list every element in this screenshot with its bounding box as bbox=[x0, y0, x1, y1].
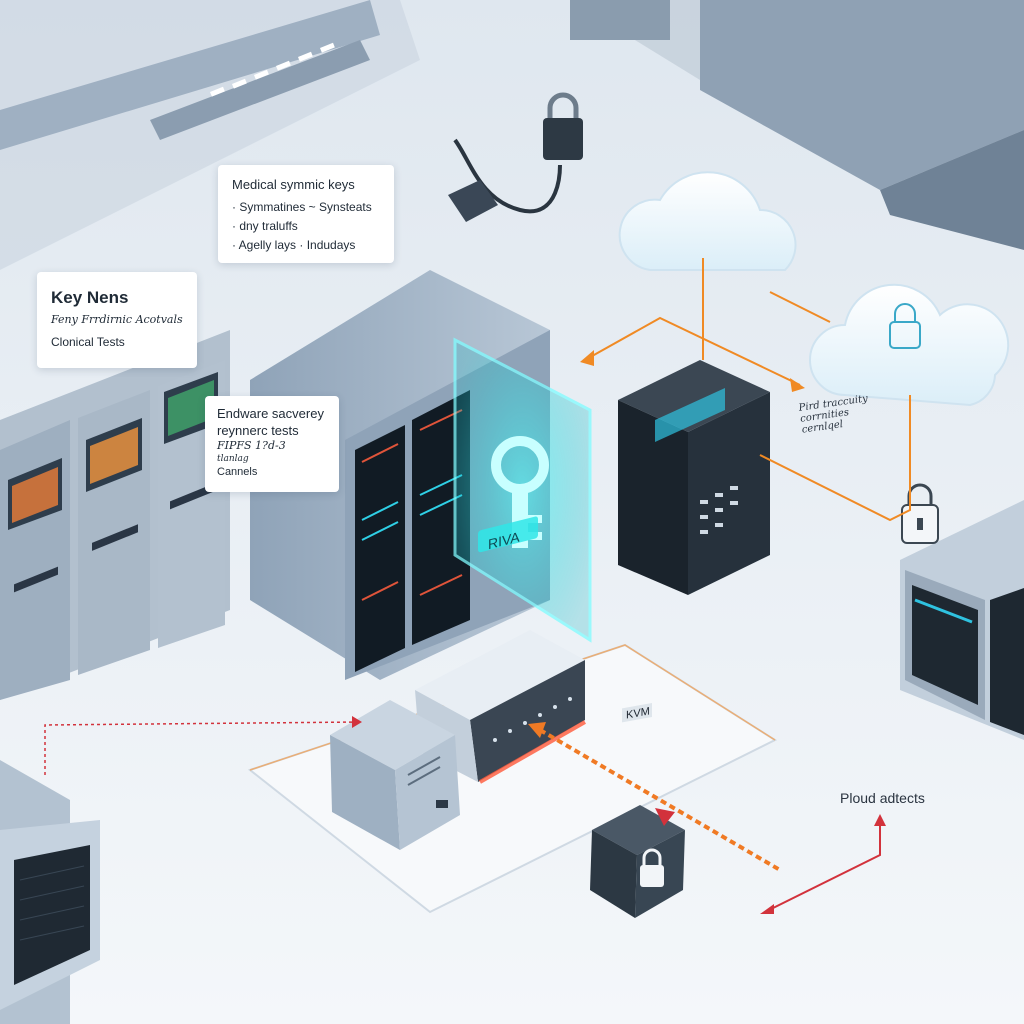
padlock-icon bbox=[901, 483, 939, 544]
encryption-key-hologram bbox=[453, 337, 592, 643]
cloud-storage-2 bbox=[809, 283, 1010, 407]
bottom-left-rack bbox=[0, 760, 100, 1024]
label-ploud-adtects: Ploud adtects bbox=[840, 790, 925, 806]
ceiling-rack-left bbox=[0, 0, 380, 150]
left-kiosk-row bbox=[0, 330, 230, 700]
callout-key-nens-subtitle: Feny Frrdirnic Acotvals bbox=[51, 313, 183, 326]
wall-padlock-icon bbox=[448, 92, 583, 222]
hsm-tower bbox=[618, 360, 770, 595]
kvm-lock-cube: KVM bbox=[590, 703, 685, 918]
ceiling-rack-right bbox=[570, 0, 1024, 250]
data-flow-arrow bbox=[528, 722, 782, 872]
callout-endware-line-2: reynnerc tests bbox=[217, 423, 299, 438]
callout-medical-keys: Medical symmic keys · Symmatines ~ Synst… bbox=[218, 165, 394, 263]
silver-server-box bbox=[330, 700, 460, 850]
red-return-arrow bbox=[760, 814, 886, 914]
callout-endware-line-3: FIPFS 1?d-3 bbox=[217, 439, 286, 452]
red-dotted-connector bbox=[44, 716, 362, 775]
callout-key-nens-title: Key Nens bbox=[51, 288, 129, 307]
cloud-storage-1 bbox=[618, 171, 797, 271]
callout-medical-line-3: · Agelly lays · Indudays bbox=[232, 238, 356, 252]
callout-key-nens: Key Nens Feny Frrdirnic Acotvals Clonica… bbox=[37, 272, 197, 368]
callout-key-nens-line: Clonical Tests bbox=[51, 335, 125, 349]
callout-medical-title: Medical symmic keys bbox=[232, 177, 355, 192]
callout-endware-title: Endware sacverey bbox=[217, 406, 324, 421]
connection-lines bbox=[584, 258, 911, 522]
right-rack-group bbox=[900, 500, 1024, 740]
callout-medical-line-1: · Symmatines ~ Synsteats bbox=[232, 200, 372, 214]
callout-endware: Endware sacverey reynnerc tests FIPFS 1?… bbox=[205, 396, 339, 492]
callout-endware-line-4: tlanlag bbox=[217, 454, 249, 464]
kvm-label: KVM bbox=[626, 705, 650, 721]
callout-medical-line-2: · dny traluffs bbox=[232, 219, 298, 233]
hsm-appliance: RIVA bbox=[415, 516, 586, 784]
callout-endware-line-5: Cannels bbox=[217, 466, 258, 478]
